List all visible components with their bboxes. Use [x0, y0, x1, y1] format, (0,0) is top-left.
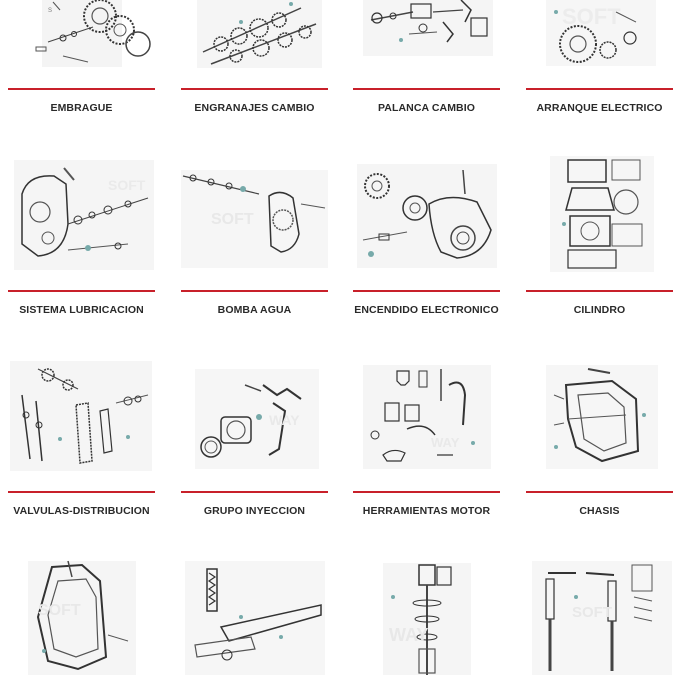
divider [526, 491, 673, 493]
swingarm-diagram-icon[interactable] [181, 557, 328, 675]
catalog-item-label[interactable]: CILINDRO [573, 304, 626, 316]
divider [181, 491, 328, 493]
divider [353, 88, 500, 90]
divider [181, 88, 328, 90]
svg-text:S: S [48, 8, 52, 14]
valves-diagram-icon[interactable] [8, 355, 155, 473]
catalog-item-label[interactable]: CHASIS [579, 505, 620, 517]
catalog-item-label[interactable]: SISTEMA LUBRICACION [19, 304, 144, 316]
divider [181, 290, 328, 292]
divider [8, 290, 155, 292]
shock-absorber-diagram-icon[interactable]: WAY [353, 557, 500, 675]
lubrication-diagram-icon[interactable]: SOFT [8, 154, 155, 272]
divider [526, 88, 673, 90]
svg-text:WAY: WAY [431, 435, 460, 450]
injection-diagram-icon[interactable]: WAY [181, 355, 328, 473]
catalog-item-label[interactable]: ENGRANAJES CAMBIO [194, 102, 315, 114]
svg-text:SOFT: SOFT [38, 602, 81, 619]
shift-lever-diagram-icon[interactable] [353, 0, 500, 70]
svg-text:SOFT: SOFT [572, 604, 612, 621]
svg-text:WAY: WAY [389, 625, 428, 645]
catalog-item-label[interactable]: HERRAMIENTAS MOTOR [362, 505, 491, 517]
ignition-diagram-icon[interactable] [353, 154, 500, 272]
divider [8, 88, 155, 90]
tools-diagram-icon[interactable]: WAY [353, 355, 500, 473]
cylinder-diagram-icon[interactable] [526, 154, 673, 272]
gearbox-diagram-icon[interactable] [181, 0, 328, 70]
divider [526, 290, 673, 292]
divider [8, 491, 155, 493]
svg-text:SOFT: SOFT [108, 177, 146, 193]
catalog-item-label[interactable]: PALANCA CAMBIO [377, 102, 476, 114]
catalog-item-label[interactable]: GRUPO INYECCION [203, 505, 306, 517]
frame-diagram-icon[interactable]: SOFT [8, 557, 155, 675]
catalog-item-label[interactable]: EMBRAGUE [50, 102, 113, 114]
catalog-item-label[interactable]: VALVULAS-DISTRIBUCION [13, 505, 150, 517]
water-pump-diagram-icon[interactable]: SOFT [181, 154, 328, 272]
svg-text:WAY: WAY [269, 412, 300, 428]
chassis-diagram-icon[interactable] [526, 355, 673, 473]
svg-text:SOFT: SOFT [562, 4, 621, 29]
divider [353, 290, 500, 292]
catalog-item-label[interactable]: ENCENDIDO ELECTRONICO [354, 304, 499, 316]
svg-text:SOFT: SOFT [211, 211, 254, 228]
catalog-item-label[interactable]: ARRANQUE ELECTRICO [536, 102, 663, 114]
fork-diagram-icon[interactable]: SOFT [526, 557, 673, 675]
clutch-diagram-icon[interactable]: S [8, 0, 155, 70]
divider [353, 491, 500, 493]
catalog-item-label[interactable]: BOMBA AGUA [217, 304, 292, 316]
starter-diagram-icon[interactable]: SOFT [526, 0, 673, 70]
